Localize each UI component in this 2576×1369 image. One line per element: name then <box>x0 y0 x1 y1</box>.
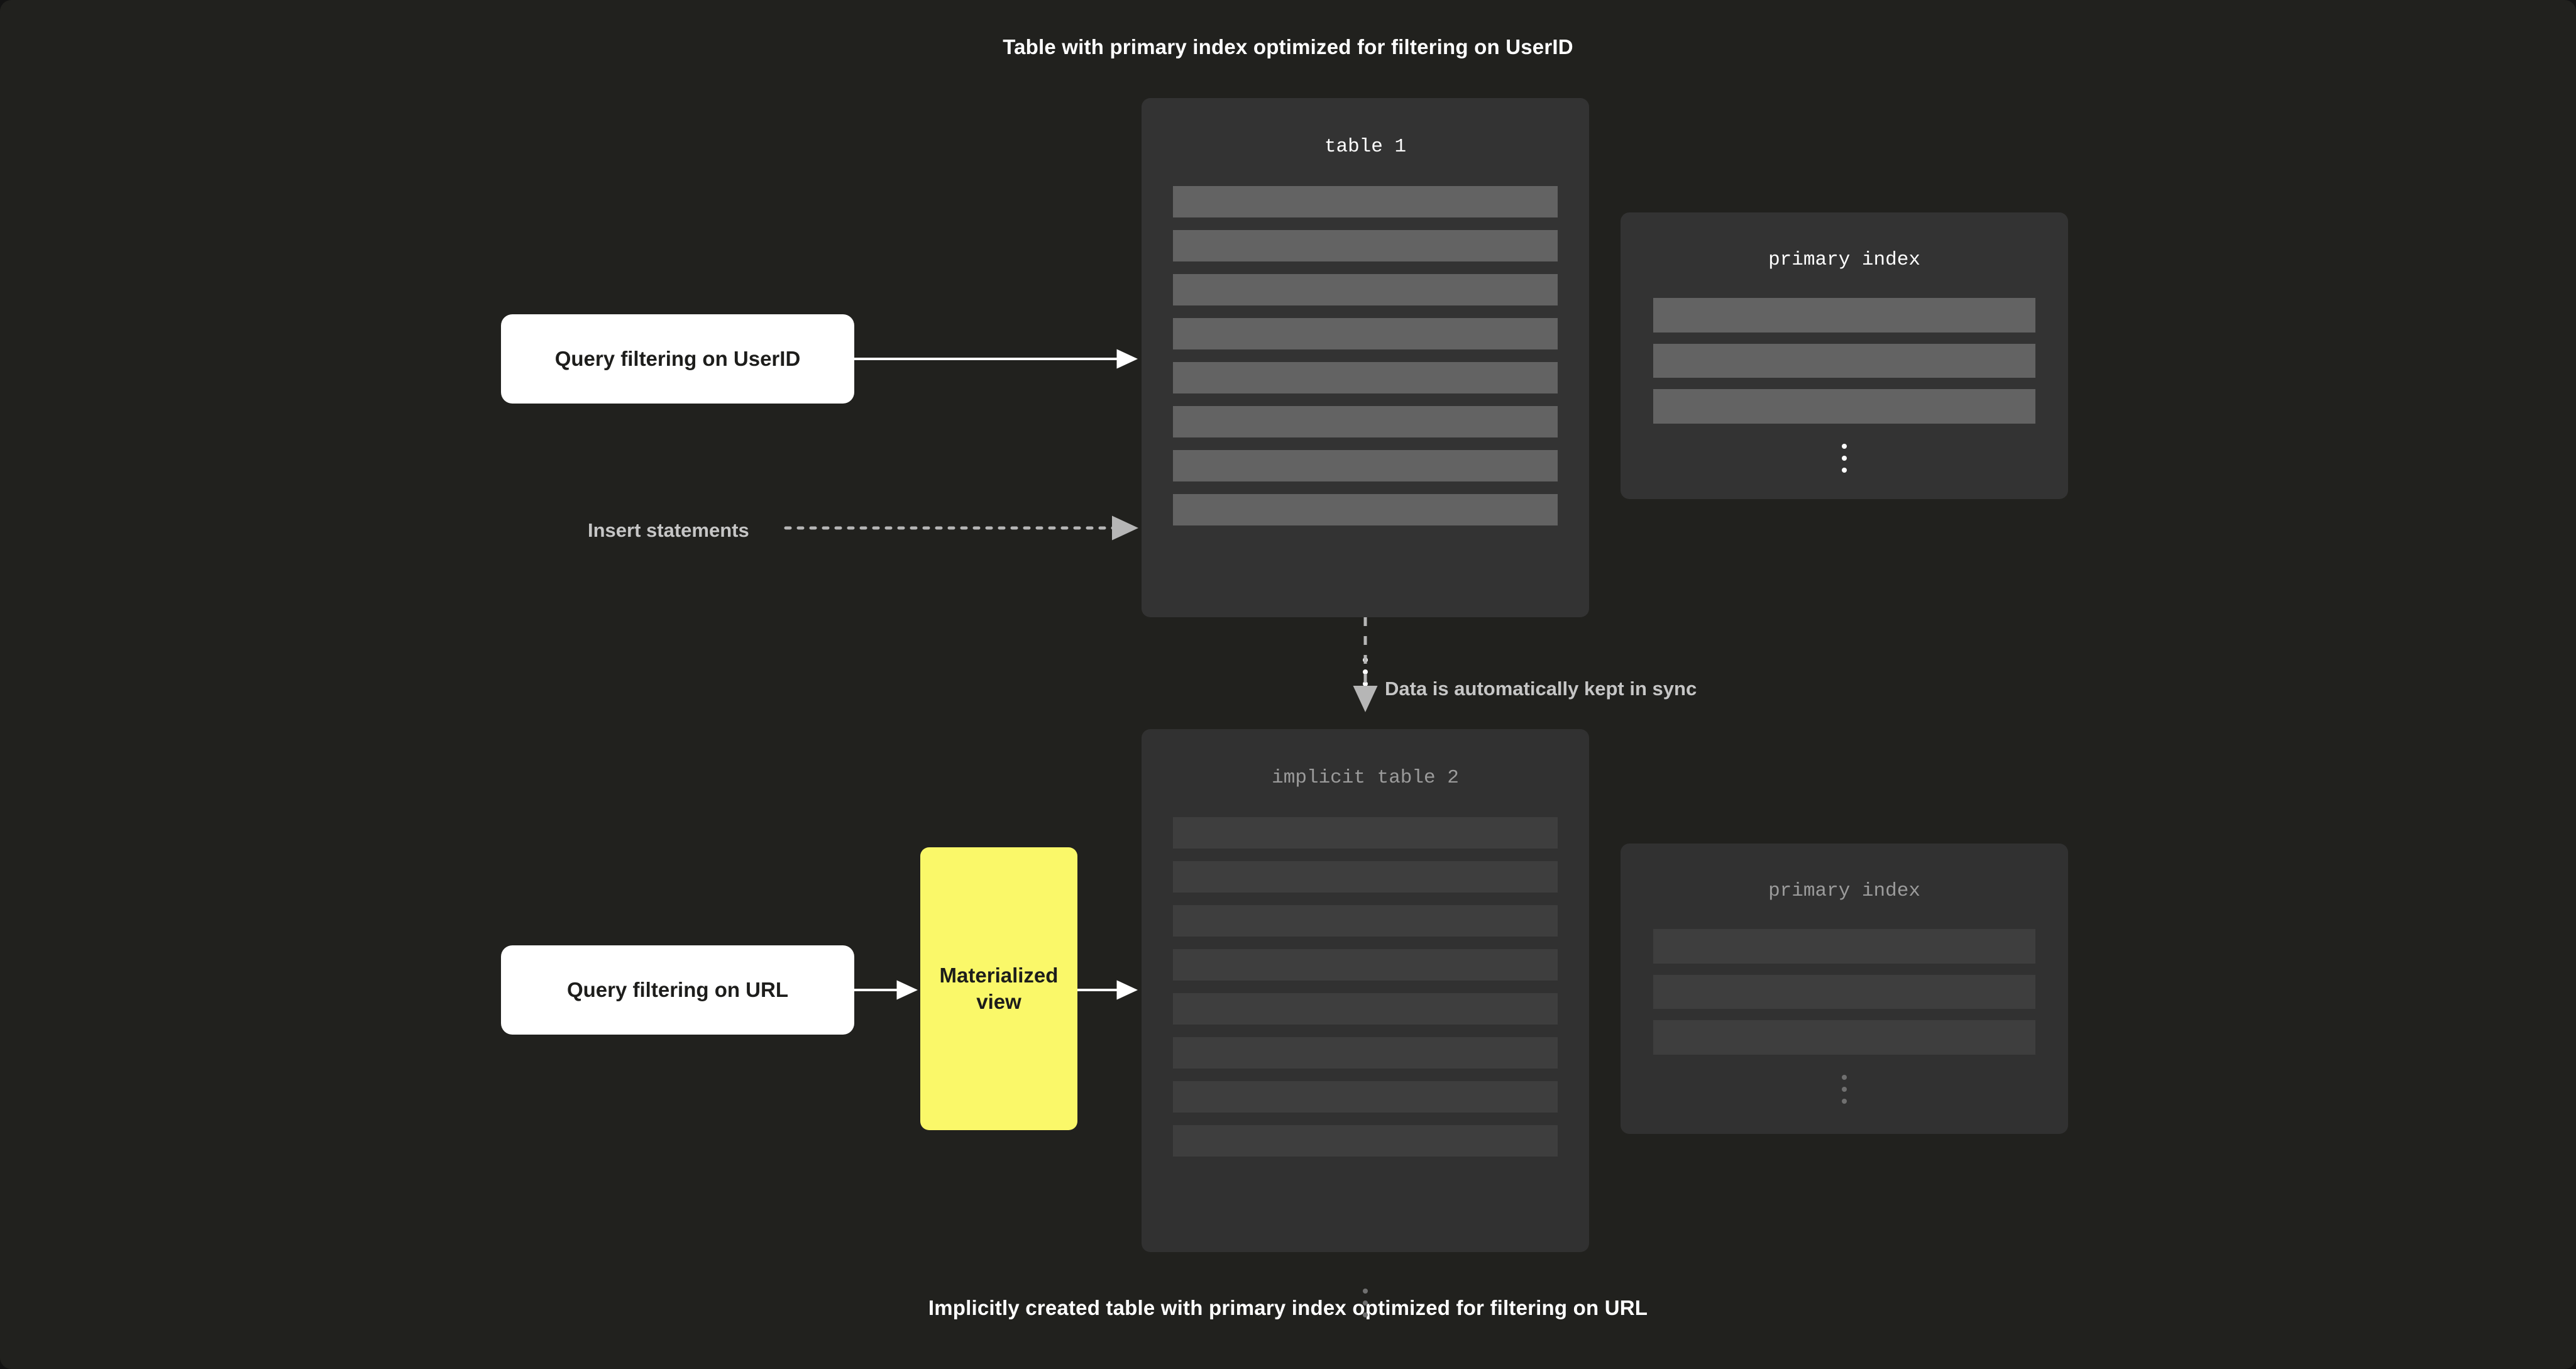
table-row <box>1173 817 1558 849</box>
implicit-table-2-title: implicit table 2 <box>1272 767 1459 789</box>
vertical-ellipsis <box>1142 1289 1589 1317</box>
table-row <box>1653 1020 2035 1055</box>
primary-index-title-top: primary index <box>1768 249 1920 271</box>
primary-index-rows-bottom <box>1653 929 2035 1055</box>
ellipsis-dot <box>1842 1087 1847 1092</box>
table-row <box>1173 861 1558 893</box>
ellipsis-dot <box>1842 1099 1847 1104</box>
bottom-caption: Implicitly created table with primary in… <box>928 1296 1648 1319</box>
ellipsis-dot <box>1363 669 1368 674</box>
insert-statements-label: Insert statements <box>588 519 749 541</box>
query-filtering-url-box[interactable]: Query filtering on URL <box>501 945 854 1035</box>
table-row <box>1173 949 1558 981</box>
primary-index-rows-top <box>1653 298 2035 424</box>
table-row <box>1173 318 1558 349</box>
table-row <box>1173 274 1558 305</box>
ellipsis-dot <box>1363 1289 1368 1294</box>
ellipsis-dot <box>1363 657 1368 663</box>
table-row <box>1173 1037 1558 1069</box>
table-row <box>1173 494 1558 525</box>
table-row <box>1173 1081 1558 1113</box>
table-row <box>1173 362 1558 393</box>
implicit-table-2-rows <box>1173 817 1558 1157</box>
table-1-card: table 1 <box>1142 98 1589 686</box>
ellipsis-dot <box>1842 456 1847 461</box>
table-row <box>1653 974 2035 1009</box>
primary-index-title-bottom: primary index <box>1768 880 1920 902</box>
primary-index-card-bottom: primary index <box>1621 844 2068 1134</box>
sync-note-line-1: Data is automatically kept in sync <box>1385 678 1697 700</box>
table-row <box>1173 186 1558 217</box>
implicit-table-2-card: implicit table 2 <box>1142 729 1589 1317</box>
primary-index-card-top: primary index <box>1621 212 2068 499</box>
ellipsis-dot <box>1842 444 1847 449</box>
table-row <box>1173 905 1558 937</box>
ellipsis-dot <box>1363 681 1368 686</box>
table-1-title: table 1 <box>1324 136 1407 158</box>
vertical-ellipsis <box>1621 444 2068 473</box>
query-filtering-userid-box[interactable]: Query filtering on UserID <box>501 314 854 404</box>
table-row <box>1653 389 2035 424</box>
table-row <box>1173 450 1558 481</box>
table-row <box>1653 929 2035 964</box>
ellipsis-dot <box>1842 468 1847 473</box>
table-row <box>1653 298 2035 333</box>
table-row <box>1653 343 2035 378</box>
table-row <box>1173 406 1558 437</box>
table-1-rows <box>1173 186 1558 525</box>
table-row <box>1173 1125 1558 1157</box>
table-row <box>1173 230 1558 261</box>
vertical-ellipsis <box>1621 1075 2068 1104</box>
ellipsis-dot <box>1842 1075 1847 1080</box>
top-caption: Table with primary index optimized for f… <box>1003 35 1573 58</box>
ellipsis-dot <box>1363 1312 1368 1317</box>
ellipsis-dot <box>1363 1300 1368 1306</box>
table-row <box>1173 993 1558 1025</box>
